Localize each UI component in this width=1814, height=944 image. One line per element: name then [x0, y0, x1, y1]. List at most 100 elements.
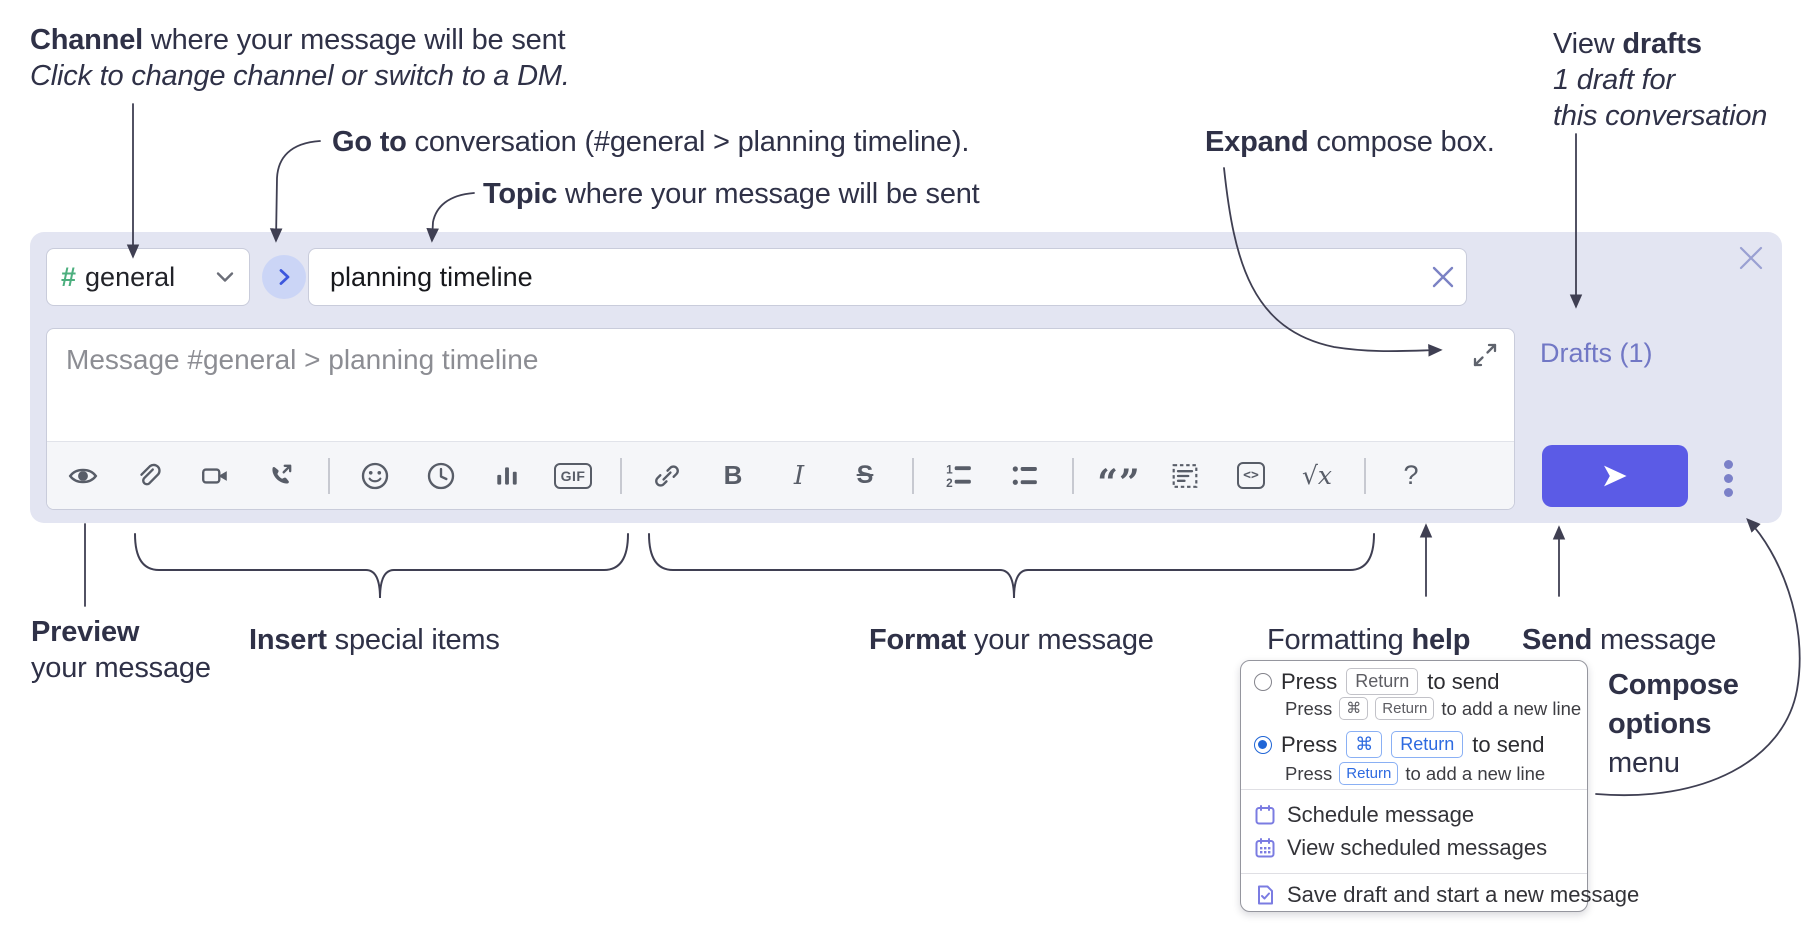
poll-button[interactable]: [484, 453, 530, 499]
link-button[interactable]: [644, 453, 690, 499]
cmd-key: ⌘: [1346, 731, 1383, 758]
toolbar-divider: [328, 457, 330, 494]
send-button[interactable]: [1542, 445, 1688, 507]
quote-icon: “”: [1097, 461, 1141, 504]
quote-button[interactable]: “”: [1096, 453, 1142, 504]
compose-close-button[interactable]: [1738, 245, 1764, 271]
channel-hash-icon: #: [61, 261, 77, 292]
italic-button[interactable]: I: [776, 453, 822, 499]
bar-chart-icon: [497, 466, 517, 485]
expand-note: Expand compose box.: [1205, 126, 1495, 158]
numbered-list-icon: 1 2: [946, 462, 971, 489]
calendar-icon: [1255, 805, 1275, 825]
menu-divider: [1241, 789, 1587, 790]
channel-note: Channel where your message will be sent …: [30, 24, 570, 92]
formatting-help-note: Formatting help: [1267, 624, 1471, 656]
toolbar-divider: [912, 457, 914, 494]
topic-input[interactable]: [308, 248, 1467, 306]
option-press-return-to-send[interactable]: Press Return to send: [1254, 668, 1499, 695]
topic-clear-button[interactable]: [1431, 265, 1455, 289]
toolbar-divider: [1072, 457, 1074, 494]
link-icon: [655, 464, 679, 487]
goto-connector-line: [269, 140, 321, 243]
eye-icon: [68, 468, 98, 483]
insert-note: Insert special items: [249, 624, 500, 656]
audio-call-button[interactable]: [258, 453, 304, 499]
compose-toolbar: GIF B I: [47, 441, 1514, 509]
return-key: Return: [1339, 762, 1399, 785]
radio-unselected-icon[interactable]: [1254, 672, 1272, 691]
cmd-key: ⌘: [1339, 697, 1369, 720]
expand-diagonal-icon: [1473, 343, 1497, 367]
bold-icon: B: [723, 460, 743, 490]
preview-note: Preview your message: [31, 616, 211, 684]
dot-icon: [1723, 459, 1733, 469]
chevron-down-icon: [216, 272, 234, 282]
video-call-button[interactable]: [192, 453, 238, 499]
numbered-list-button[interactable]: 1 2: [936, 453, 982, 499]
compose-options-button[interactable]: [1714, 456, 1742, 500]
menu-divider: [1241, 873, 1587, 874]
topic-note: Topic where your message will be sent: [483, 178, 980, 210]
menu-item-view-scheduled-messages[interactable]: View scheduled messages: [1254, 835, 1547, 861]
math-button[interactable]: √x: [1294, 453, 1340, 499]
strikethrough-button[interactable]: S: [842, 453, 888, 499]
compose-box: # general Message #general > planning ti…: [30, 232, 1782, 523]
menu-item-save-draft[interactable]: Save draft and start a new message: [1254, 882, 1639, 908]
gif-icon: GIF: [553, 462, 593, 489]
italic-icon: I: [793, 460, 805, 491]
math-icon: √x: [1301, 461, 1333, 490]
code-button[interactable]: <>: [1228, 453, 1274, 499]
strikethrough-icon: S: [856, 461, 874, 489]
channel-name: general: [85, 261, 176, 292]
toolbar-divider: [620, 457, 622, 494]
chevron-right-icon: [279, 269, 290, 285]
svg-text:1: 1: [946, 462, 953, 476]
option-press-return-subtext: Press ⌘ Return to add a new line: [1285, 697, 1582, 720]
goto-note: Go to conversation (#general > planning …: [332, 126, 970, 158]
menu-item-schedule-message[interactable]: Schedule message: [1254, 802, 1474, 828]
send-plane-icon: [1604, 465, 1627, 487]
paperclip-icon: [140, 463, 161, 485]
bold-button[interactable]: B: [710, 453, 756, 499]
calendar-grid-icon: [1255, 838, 1275, 858]
video-camera-icon: [202, 467, 227, 484]
expand-compose-button[interactable]: [1472, 342, 1498, 368]
radio-selected-icon[interactable]: [1254, 735, 1272, 754]
bulleted-list-button[interactable]: [1002, 453, 1048, 499]
message-input[interactable]: Message #general > planning timeline: [66, 344, 539, 375]
message-box: Message #general > planning timeline: [46, 328, 1515, 510]
close-icon: [1739, 246, 1763, 270]
channel-selector[interactable]: # general: [46, 248, 250, 306]
document-check-icon: [1258, 885, 1273, 905]
bulleted-list-icon: [1012, 465, 1037, 485]
gif-button[interactable]: GIF: [550, 453, 596, 499]
send-note: Send message: [1522, 624, 1717, 656]
return-key: Return: [1391, 731, 1464, 758]
time-button[interactable]: [418, 453, 464, 499]
dot-icon: [1723, 473, 1733, 483]
return-key: Return: [1375, 697, 1435, 720]
format-note: Format your message: [869, 624, 1154, 656]
toolbar-divider: [1364, 457, 1366, 494]
emoji-button[interactable]: [352, 453, 398, 499]
formatting-help-button[interactable]: ?: [1388, 453, 1434, 499]
format-brace: [648, 533, 1375, 599]
compose-options-menu: Press Return to send Press ⌘ Return to a…: [1240, 660, 1639, 912]
attach-file-button[interactable]: [126, 453, 172, 499]
code-icon: <>: [1237, 462, 1265, 489]
option-press-cmd-return-to-send[interactable]: Press ⌘ Return to send: [1254, 731, 1544, 758]
drafts-note: View drafts 1 draft for this conversatio…: [1553, 28, 1768, 132]
return-key: Return: [1346, 668, 1419, 695]
close-icon: [1432, 266, 1454, 288]
go-to-conversation-button[interactable]: [262, 255, 306, 299]
option-press-cmd-subtext: Press Return to add a new line: [1285, 762, 1546, 785]
clock-icon: [427, 462, 455, 489]
preview-button[interactable]: [60, 453, 106, 499]
dot-icon: [1723, 487, 1733, 497]
phone-call-icon: [272, 464, 292, 483]
svg-text:2: 2: [946, 475, 953, 489]
spoiler-button[interactable]: [1162, 453, 1208, 499]
drafts-link[interactable]: Drafts (1): [1540, 338, 1653, 368]
